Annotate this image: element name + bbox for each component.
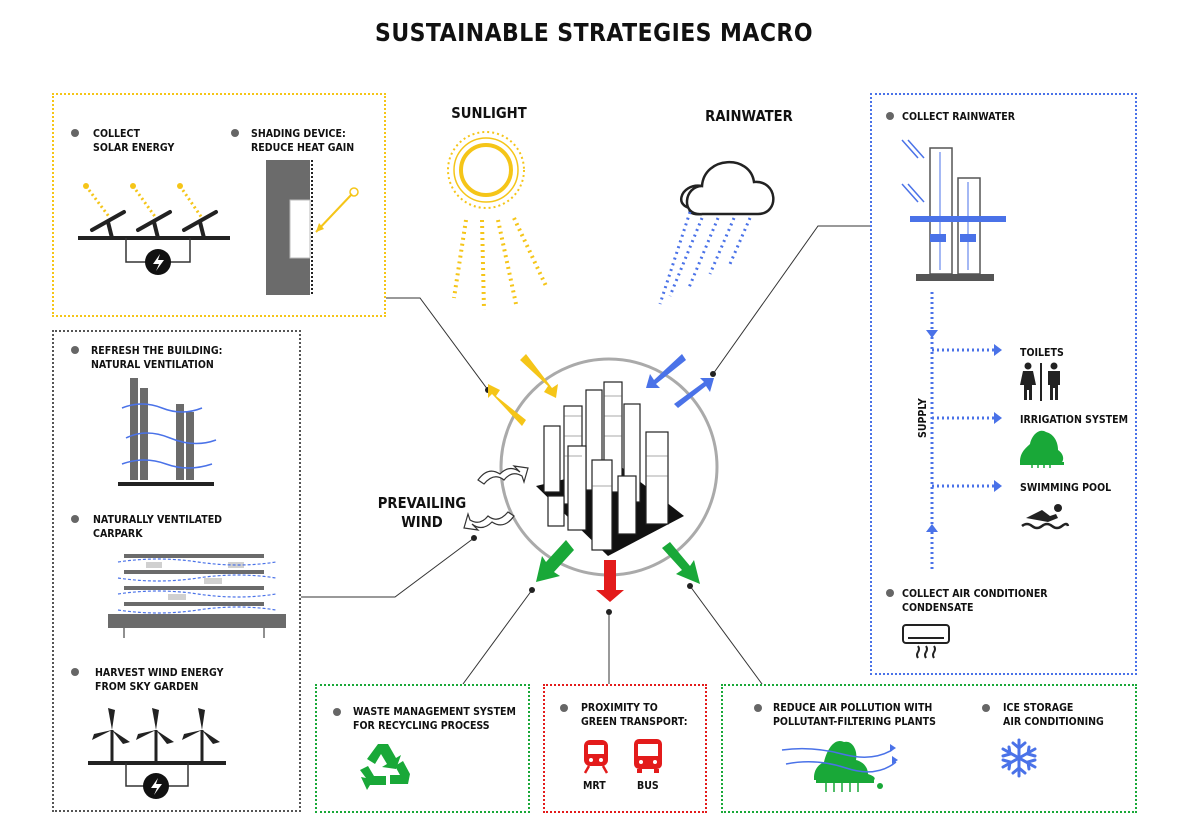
filtering-plants-icon bbox=[781, 740, 898, 792]
solar-strategies-panel bbox=[52, 93, 386, 317]
bullet-icon bbox=[982, 704, 990, 712]
sun-icon bbox=[447, 131, 548, 311]
collect-solar-label: COLLECT SOLAR ENERGY bbox=[93, 127, 175, 154]
carpark-icon bbox=[108, 554, 286, 638]
shading-device-label: SHADING DEVICE: REDUCE HEAT GAIN bbox=[251, 127, 355, 154]
collect-rainwater-label: COLLECT RAINWATER bbox=[902, 110, 1016, 123]
snowflake-icon bbox=[1001, 738, 1037, 778]
toilet-icon bbox=[1020, 362, 1060, 401]
mrt-label: MRT bbox=[583, 779, 606, 792]
bullet-icon bbox=[71, 346, 79, 354]
rain-cloud-icon bbox=[658, 160, 775, 305]
bullet-icon bbox=[71, 129, 79, 137]
recycle-icon bbox=[360, 744, 410, 790]
natural-ventilation-label: REFRESH THE BUILDING: NATURAL VENTILATIO… bbox=[91, 344, 223, 371]
bullet-icon bbox=[886, 589, 894, 597]
bullet-icon bbox=[754, 704, 762, 712]
city-towers-icon bbox=[536, 381, 684, 556]
swimmer-icon bbox=[1021, 504, 1070, 530]
water-strategies-panel bbox=[870, 93, 1137, 675]
irrigation-label: IRRIGATION SYSTEM bbox=[1020, 413, 1128, 426]
flow-arrows bbox=[463, 354, 714, 602]
bullet-icon bbox=[231, 129, 239, 137]
ice-storage-label: ICE STORAGE AIR CONDITIONING bbox=[1003, 701, 1104, 728]
rainwater-label: RAINWATER bbox=[705, 107, 793, 125]
green-transport-label: PROXIMITY TO GREEN TRANSPORT: bbox=[581, 701, 688, 728]
bullet-icon bbox=[333, 708, 341, 716]
green-transport-panel bbox=[543, 684, 707, 813]
toilets-label: TOILETS bbox=[1020, 346, 1064, 359]
ventilated-carpark-label: NATURALLY VENTILATED CARPARK bbox=[93, 513, 223, 540]
solar-panels-icon bbox=[78, 183, 230, 275]
sunlight-label: SUNLIGHT bbox=[451, 104, 527, 122]
waste-management-label: WASTE MANAGEMENT SYSTEM FOR RECYCLING PR… bbox=[353, 705, 516, 732]
air-pollution-label: REDUCE AIR POLLUTION WITH POLLUTANT-FILT… bbox=[773, 701, 936, 728]
bullet-icon bbox=[886, 112, 894, 120]
condensate-label: COLLECT AIR CONDITIONER CONDENSATE bbox=[902, 587, 1048, 614]
shading-device-icon bbox=[266, 160, 359, 295]
ventilation-buildings-icon bbox=[118, 378, 217, 486]
bullet-icon bbox=[560, 704, 568, 712]
wind-turbines-icon bbox=[88, 708, 226, 799]
swimming-pool-label: SWIMMING POOL bbox=[1020, 481, 1112, 494]
waste-management-panel bbox=[315, 684, 530, 813]
bullet-icon bbox=[71, 668, 79, 676]
mrt-train-icon bbox=[583, 740, 609, 774]
bullet-icon bbox=[71, 515, 79, 523]
irrigation-tree-icon bbox=[1020, 430, 1064, 468]
page-title: SUSTAINABLE STRATEGIES MACRO bbox=[375, 18, 813, 47]
air-conditioner-icon bbox=[902, 624, 950, 659]
wind-energy-label: HARVEST WIND ENERGY FROM SKY GARDEN bbox=[95, 666, 224, 693]
prevailing-wind-label: PREVAILING WIND bbox=[377, 494, 467, 531]
supply-pipes-icon bbox=[926, 292, 1002, 572]
rainwater-building-icon bbox=[901, 139, 1006, 281]
bus-icon bbox=[634, 739, 662, 773]
bus-label: BUS bbox=[637, 779, 659, 792]
